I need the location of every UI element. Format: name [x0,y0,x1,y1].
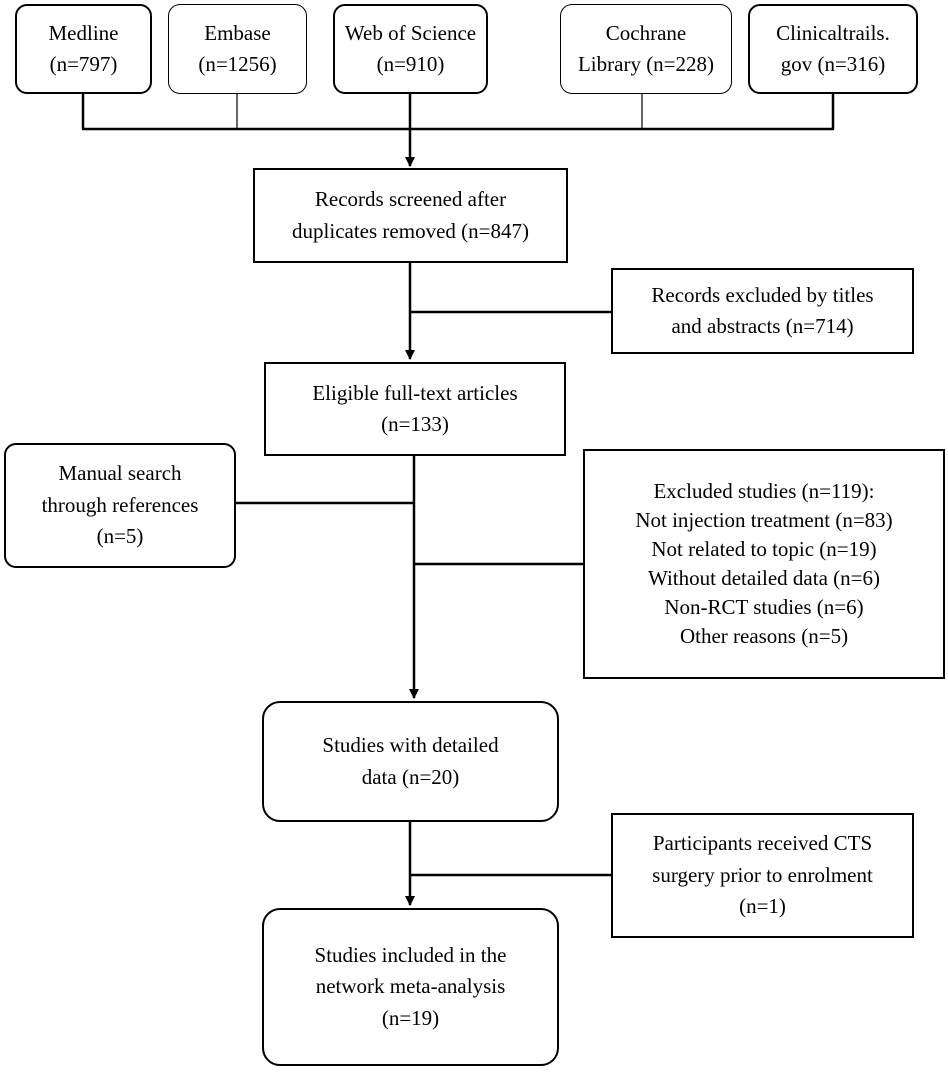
excluded-titles-line1: Records excluded by titles [651,282,874,307]
excluded-reason: Without detailed data (n=6) [647,566,880,590]
surgery-line2: surgery prior to enrolment [652,862,873,887]
source-clinicaltrials-count: gov (n=316) [780,52,886,76]
included-line1: Studies included in the [314,942,507,967]
included-studies-box: Studies included in the network meta-ana… [262,908,559,1066]
manual-search-line1: Manual search [58,461,182,486]
detailed-line2: data (n=20) [361,764,460,789]
source-medline-count: (n=797) [49,52,118,76]
excluded-titles-box: Records excluded by titles and abstracts… [611,268,914,354]
excluded-reason: Not injection treatment (n=83) [635,508,893,533]
source-medline: Medline (n=797) [15,4,152,94]
surgery-count: (n=1) [739,894,786,919]
source-embase-name: Embase [204,20,271,45]
excluded-reason: Non-RCT studies (n=6) [664,594,864,619]
source-embase-count: (n=1256) [198,52,277,76]
eligible-line2: (n=133) [381,412,449,436]
source-cochrane-count: Library (n=228) [577,52,715,76]
detailed-line1: Studies with detailed [322,733,499,757]
records-screened-line1: Records screened after [314,187,507,211]
manual-search-box: Manual search through references (n=5) [4,443,236,568]
source-wos-count: (n=910) [376,52,445,76]
detailed-data-box: Studies with detailed data (n=20) [262,701,559,822]
excluded-studies-heading: Excluded studies (n=119): [653,479,875,504]
source-cochrane: Cochrane Library (n=228) [560,4,732,94]
source-clinicaltrials: Clinicaltrails. gov (n=316) [748,4,918,94]
records-screened-line2: duplicates removed (n=847) [292,218,529,243]
surgery-line1: Participants received CTS [652,831,873,856]
source-medline-name: Medline [48,20,119,45]
excluded-studies-box: Excluded studies (n=119): Not injection … [583,449,945,679]
excluded-reason: Other reasons (n=5) [679,623,849,648]
source-cochrane-name: Cochrane [605,20,687,45]
source-web-of-science: Web of Science (n=910) [333,4,488,94]
excluded-titles-line2: and abstracts (n=714) [671,314,854,338]
records-screened-box: Records screened after duplicates remove… [253,168,568,263]
eligible-articles-box: Eligible full-text articles (n=133) [264,362,566,456]
surgery-excluded-box: Participants received CTS surgery prior … [611,813,914,938]
manual-search-line2: through references [41,492,199,517]
source-wos-name: Web of Science [344,20,477,45]
manual-search-count: (n=5) [96,524,144,549]
eligible-line1: Eligible full-text articles [312,380,518,405]
excluded-reason: Not related to topic (n=19) [651,537,877,562]
source-clinicaltrials-name: Clinicaltrails. [776,20,890,45]
included-line2: network meta-analysis [315,974,506,999]
included-count: (n=19) [381,1005,440,1030]
source-embase: Embase (n=1256) [168,4,307,94]
